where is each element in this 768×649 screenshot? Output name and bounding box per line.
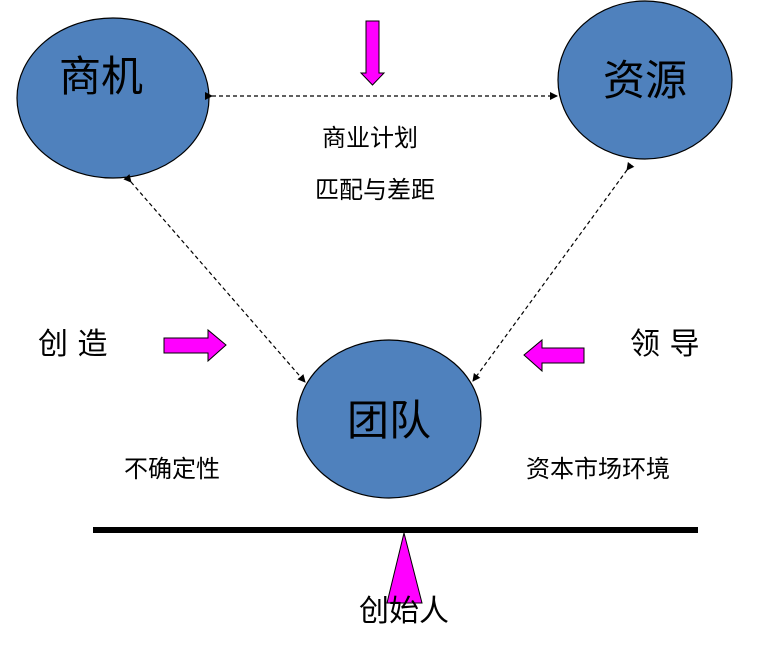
arrow-left-icon [523,338,585,373]
node-resources [557,0,733,160]
arrow-right-icon [163,328,227,363]
triangle-up-icon [386,532,423,604]
label-leadership: 领 导 [630,327,700,362]
label-fit-and-gap: 匹配与差距 [315,176,435,204]
node-label-team: 团队 [347,396,432,445]
node-label-opportunity: 商机 [59,52,144,101]
label-creativity: 创 造 [38,327,108,362]
node-label-resources: 资源 [603,56,688,105]
label-capital-market: 资本市场环境 [526,455,670,483]
seesaw-beam [93,527,698,533]
arrow-down-icon [359,20,386,86]
label-founder: 创始人 [359,594,449,629]
connector-opportunity-team [123,174,306,383]
label-business-plan: 商业计划 [322,124,418,152]
label-uncertainty: 不确定性 [124,455,220,483]
connector-resources-team [472,161,635,382]
node-team [296,339,482,499]
